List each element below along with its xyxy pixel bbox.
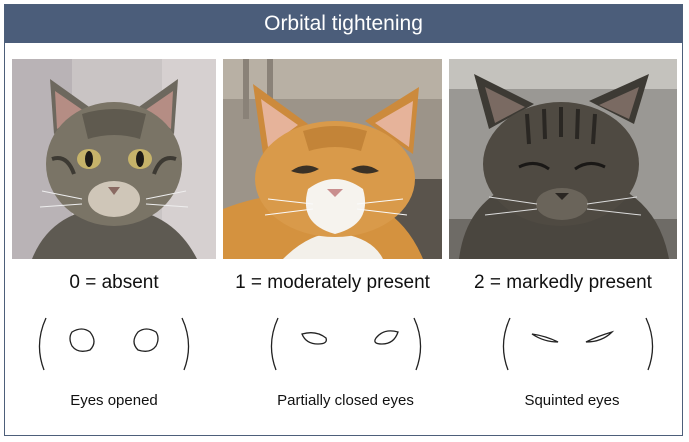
score-label-absent: 0 = absent <box>69 272 159 293</box>
eye-label-opened: Eyes opened <box>70 392 158 409</box>
figure-title: Orbital tightening <box>264 12 423 35</box>
cat-photo-moderate <box>223 59 442 259</box>
cat-photo-marked <box>449 59 677 259</box>
score-label-moderate: 1 = moderately present <box>235 272 430 293</box>
eyes-opened-sketch <box>34 314 194 379</box>
title-bar: Orbital tightening <box>5 5 682 43</box>
eye-label-squinted: Squinted eyes <box>524 392 620 409</box>
squinted-eyes-sketch <box>498 314 658 379</box>
partially-closed-eyes-sketch <box>266 314 426 379</box>
eye-label-partially-closed: Partially closed eyes <box>277 392 414 409</box>
cat-photo-absent <box>12 59 216 259</box>
score-label-marked: 2 = markedly present <box>474 272 652 293</box>
